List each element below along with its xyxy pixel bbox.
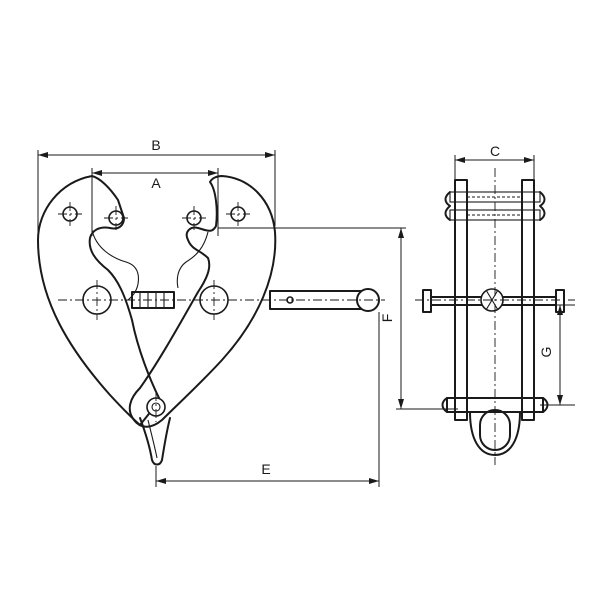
lifting-shackle [469,411,521,456]
dimension-c-label: C [490,143,500,159]
tail-inner-line [147,419,158,459]
dimensions-front: B A E F [37,137,458,487]
right-jaw-plate [128,175,277,428]
dimension-e-label: E [261,461,270,477]
side-spindle [422,288,565,313]
dimension-g-label: G [538,347,554,358]
dimension-a-label: A [151,175,161,191]
front-view [37,175,385,466]
dimension-b-label: B [151,137,160,153]
right-hook-recess [176,231,209,289]
dimension-f-label: F [379,314,395,323]
spindle-head-left [422,289,432,313]
dimensions-side: C G [454,143,575,406]
side-view [415,168,575,465]
lifting-eye-tail [139,417,171,466]
left-jaw-plate [37,175,161,426]
